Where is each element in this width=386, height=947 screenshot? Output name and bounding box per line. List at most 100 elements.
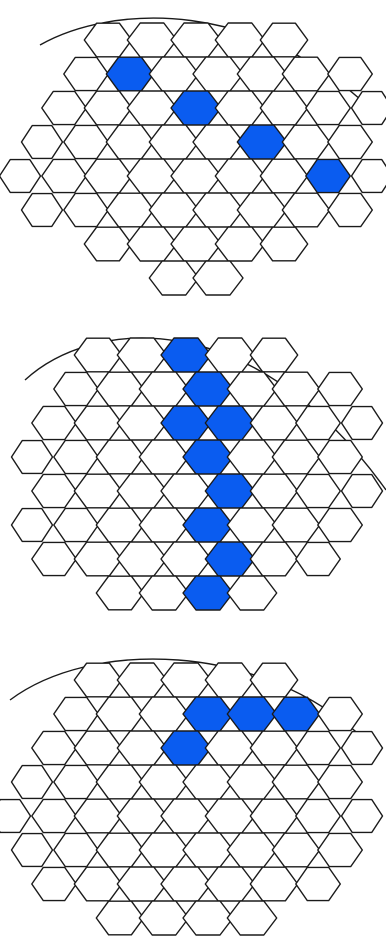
hex-cell	[149, 193, 198, 227]
hex-cell	[296, 799, 341, 832]
highlighted-hex-cell	[205, 474, 254, 508]
hex-cell	[96, 576, 143, 610]
hex-cell	[74, 474, 121, 508]
highlighted-hex-cell	[183, 576, 233, 610]
hex-cell	[342, 407, 383, 440]
hex-cell	[171, 227, 221, 261]
hex-cell	[74, 338, 121, 372]
hex-cell	[250, 338, 297, 372]
dome-panel-2	[12, 338, 386, 610]
hex-cell	[272, 372, 319, 406]
hex-cell	[64, 193, 109, 226]
hex-cell	[193, 57, 243, 91]
hex-cell	[84, 227, 131, 261]
hex-cell	[96, 372, 143, 406]
hex-cell	[127, 91, 176, 125]
hex-cell	[22, 126, 63, 159]
hex-cell	[149, 125, 198, 159]
hex-cell	[227, 833, 276, 867]
hex-cell	[318, 833, 363, 866]
hex-cell	[54, 440, 99, 473]
hex-cell	[139, 508, 188, 542]
hex-cell	[117, 338, 166, 372]
hex-cell	[306, 91, 351, 124]
hex-cell	[272, 440, 319, 474]
hex-cell	[54, 372, 99, 405]
hex-cell	[250, 663, 297, 697]
hex-cell	[74, 731, 121, 765]
hex-cell	[318, 697, 363, 730]
hex-cell	[352, 160, 386, 193]
hex-cell	[282, 193, 329, 227]
hex-cell	[32, 867, 77, 900]
hex-cell	[260, 227, 307, 261]
hex-cell	[139, 576, 188, 610]
hex-cell	[117, 799, 166, 833]
hex-cell	[74, 542, 121, 576]
highlighted-hex-cell	[161, 731, 211, 765]
hex-cell	[0, 800, 31, 833]
hex-cell	[260, 91, 307, 125]
hex-cell	[205, 731, 254, 765]
hex-cell	[318, 508, 363, 541]
hex-cell	[106, 125, 153, 159]
hex-cell	[260, 159, 307, 193]
hex-cell	[250, 474, 297, 508]
highlighted-hex-cell	[183, 508, 233, 542]
hex-cell	[117, 542, 166, 576]
highlighted-hex-cell	[171, 91, 221, 125]
hex-cell	[117, 731, 166, 765]
hex-cell	[161, 867, 211, 901]
hex-cell	[12, 509, 53, 542]
hex-cell	[84, 23, 131, 57]
hex-cell	[84, 91, 131, 125]
hex-cell	[117, 867, 166, 901]
dome-panel-1	[0, 18, 386, 295]
hex-cell	[149, 261, 198, 295]
hex-cell	[215, 159, 264, 193]
hex-cell	[227, 576, 276, 610]
hex-cell	[12, 766, 53, 799]
hex-cell	[149, 57, 198, 91]
hex-cell	[127, 23, 176, 57]
hex-cell	[250, 799, 297, 833]
hex-cell	[250, 406, 297, 440]
hex-cell	[296, 474, 341, 507]
hex-cell	[272, 833, 319, 867]
highlighted-hex-cell	[106, 57, 153, 91]
hex-cell	[22, 194, 63, 227]
highlighted-hex-cell	[205, 542, 254, 576]
highlighted-hex-cell	[205, 406, 254, 440]
hex-cell	[74, 799, 121, 833]
hex-cell	[250, 867, 297, 901]
hex-cell	[42, 159, 87, 192]
hex-cell	[227, 765, 276, 799]
highlighted-hex-cell	[237, 125, 286, 159]
hex-cell	[54, 508, 99, 541]
hex-cell	[96, 440, 143, 474]
hex-cell	[272, 508, 319, 542]
highlighted-hex-cell	[183, 697, 233, 731]
hex-cell	[318, 765, 363, 798]
hex-cell	[84, 159, 131, 193]
hex-cell	[139, 765, 188, 799]
hex-cell	[205, 867, 254, 901]
hex-cell	[260, 23, 307, 57]
hex-cell	[193, 193, 243, 227]
hex-cell	[161, 799, 211, 833]
hex-cell	[0, 160, 41, 193]
hex-cell	[205, 799, 254, 833]
hex-cell	[318, 372, 363, 405]
hex-cell	[139, 833, 188, 867]
hex-cell	[205, 663, 254, 697]
hex-cell	[64, 57, 109, 90]
highlighted-hex-cell	[183, 440, 233, 474]
hex-cell	[183, 833, 233, 867]
hex-cell	[42, 91, 87, 124]
hex-cell	[318, 440, 363, 473]
hex-cell	[127, 227, 176, 261]
hex-cell	[161, 663, 211, 697]
hex-cell	[54, 833, 99, 866]
dome-panel-3	[0, 659, 383, 935]
